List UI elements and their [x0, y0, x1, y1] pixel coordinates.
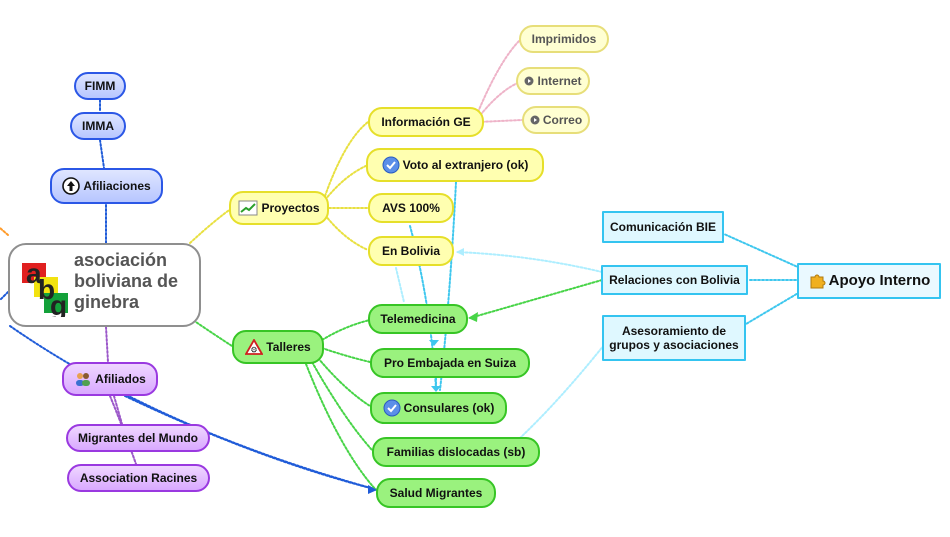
- up-arrow-circle-icon: [62, 177, 81, 195]
- node-internet-label: Internet: [537, 74, 582, 88]
- link-talleres-consulares: [317, 357, 371, 407]
- node-consulares-label: Consulares (ok): [403, 401, 495, 415]
- warning-triangle-icon: ⚙: [245, 339, 264, 355]
- link-talleres-salud: [305, 363, 377, 491]
- node-informacion-ge[interactable]: Información GE: [368, 107, 484, 137]
- link-central-proyectos: [189, 207, 233, 244]
- link-central-offscreen-orange: [0, 227, 9, 236]
- logo-letter-b: b: [38, 274, 55, 305]
- puzzle-icon: [808, 272, 826, 290]
- node-internet[interactable]: Internet: [516, 67, 590, 95]
- node-embajada-label: Pro Embajada en Suiza: [383, 356, 517, 370]
- link-apoyo-asesoramiento: [745, 291, 801, 325]
- node-en-bolivia-label: En Bolivia: [381, 244, 440, 258]
- link-relaciones-telemedicina: [469, 279, 603, 319]
- link-informacion-imprimidos: [477, 39, 521, 113]
- node-apoyo-interno[interactable]: Apoyo Interno: [797, 263, 941, 299]
- central-title: asociación boliviana de ginebra: [74, 250, 179, 312]
- node-racines-label: Association Racines: [79, 471, 198, 485]
- node-asesoramiento-label: Asesoramiento de grupos y asociaciones: [609, 324, 739, 352]
- node-avs-label: AVS 100%: [382, 201, 440, 215]
- link-central-talleres: [189, 317, 233, 347]
- node-avs[interactable]: AVS 100%: [368, 193, 454, 223]
- node-imma-label: IMMA: [82, 119, 114, 133]
- arrow-telemedicina: [468, 312, 478, 322]
- arrow-bolivia: [456, 248, 464, 256]
- node-familias-dislocadas[interactable]: Familias dislocadas (sb): [372, 437, 540, 467]
- node-talleres-label: Talleres: [266, 340, 311, 354]
- node-apoyo-label: Apoyo Interno: [828, 272, 931, 289]
- link-proyectos-voto: [324, 164, 369, 201]
- node-proyectos[interactable]: Proyectos: [229, 191, 329, 225]
- node-afiliados-label: Afiliados: [95, 372, 146, 386]
- link-proyectos-bolivia: [324, 214, 369, 251]
- node-talleres[interactable]: ⚙ Talleres: [232, 330, 324, 364]
- link-talleres-embajada: [321, 347, 371, 363]
- check-circle-icon: [383, 399, 401, 417]
- svg-text:⚙: ⚙: [251, 346, 258, 355]
- people-icon: [74, 371, 92, 387]
- logo-letter-g: g: [50, 290, 67, 317]
- node-comunicacion-label: Comunicación BIE: [609, 220, 716, 234]
- link-asesoramiento-familias: [519, 344, 605, 439]
- node-salud-label: Salud Migrantes: [389, 486, 483, 500]
- link-imma-afiliaciones: [99, 139, 105, 169]
- node-informacion-label: Información GE: [381, 115, 471, 129]
- node-proyectos-label: Proyectos: [261, 201, 320, 215]
- arrow-consulares: [431, 386, 441, 392]
- node-salud-migrantes[interactable]: Salud Migrantes: [376, 478, 496, 508]
- node-consulares[interactable]: Consulares (ok): [370, 392, 507, 424]
- node-correo-label: Correo: [542, 113, 583, 127]
- arrow-salud: [368, 485, 377, 494]
- node-association-racines[interactable]: Association Racines: [67, 464, 210, 492]
- abg-logo: a b g: [22, 258, 68, 317]
- node-relaciones-label: Relaciones con Bolivia: [609, 273, 740, 287]
- node-voto-extranjero[interactable]: Voto al extranjero (ok): [366, 148, 544, 182]
- bullet-arrow-icon: [524, 76, 534, 86]
- link-talleres-familias: [311, 361, 373, 451]
- central-node[interactable]: a b g asociación boliviana de ginebra: [8, 243, 201, 327]
- node-telemedicina-label: Telemedicina: [380, 312, 456, 326]
- node-familias-label: Familias dislocadas (sb): [386, 445, 526, 459]
- node-voto-label: Voto al extranjero (ok): [402, 158, 529, 172]
- node-migrantes-label: Migrantes del Mundo: [78, 431, 198, 445]
- node-migrantes-del-mundo[interactable]: Migrantes del Mundo: [66, 424, 210, 452]
- link-relaciones-bolivia: [455, 251, 603, 273]
- trend-chart-icon: [238, 200, 258, 216]
- node-afiliados[interactable]: Afiliados: [62, 362, 158, 396]
- node-imma[interactable]: IMMA: [70, 112, 126, 140]
- node-en-bolivia[interactable]: En Bolivia: [368, 236, 454, 266]
- link-afiliados-salud: [124, 395, 379, 491]
- node-afiliaciones-label: Afiliaciones: [83, 179, 151, 193]
- link-bolivia-telemedicina: [395, 267, 405, 303]
- link-apoyo-comunicacion: [723, 233, 801, 269]
- node-pro-embajada[interactable]: Pro Embajada en Suiza: [370, 348, 530, 378]
- link-central-afiliados: [105, 326, 109, 363]
- node-imprimidos[interactable]: Imprimidos: [519, 25, 609, 53]
- check-circle-icon: [382, 156, 400, 174]
- link-afiliados-migrantes: [113, 395, 123, 425]
- link-proyectos-informacion: [324, 121, 369, 197]
- node-fimm[interactable]: FIMM: [74, 72, 126, 100]
- node-asesoramiento[interactable]: Asesoramiento de grupos y asociaciones: [602, 315, 746, 361]
- node-comunicacion-bie[interactable]: Comunicación BIE: [602, 211, 724, 243]
- node-correo[interactable]: Correo: [522, 106, 590, 134]
- node-fimm-label: FIMM: [84, 79, 116, 93]
- link-informacion-correo: [477, 119, 523, 123]
- node-afiliaciones[interactable]: Afiliaciones: [50, 168, 163, 204]
- link-talleres-telemedicina: [321, 319, 371, 341]
- node-telemedicina[interactable]: Telemedicina: [368, 304, 468, 334]
- node-imprimidos-label: Imprimidos: [531, 32, 597, 46]
- node-relaciones-bolivia[interactable]: Relaciones con Bolivia: [601, 265, 748, 295]
- bullet-arrow-icon: [530, 115, 540, 125]
- link-central-left-offscreen: [0, 291, 9, 301]
- arrow-embajada: [429, 340, 439, 346]
- logo-letter-a: a: [26, 258, 42, 289]
